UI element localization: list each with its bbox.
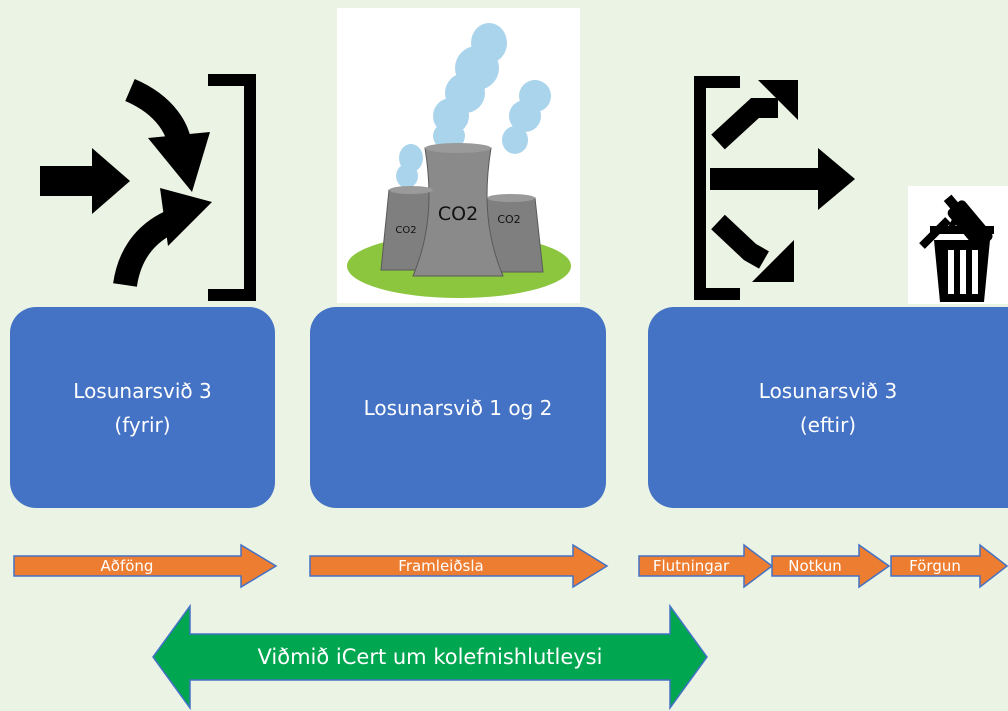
power-plant-co2-icon: CO2 CO2 CO2 <box>347 23 571 298</box>
step-label-notkun: Notkun <box>788 557 842 575</box>
scope-1-2-box: Losunarsvið 1 og 2 <box>310 307 606 508</box>
outputs-bracket-arrows-icon <box>694 76 855 300</box>
icert-range-double-arrow <box>152 604 708 710</box>
inputs-bracket-arrows-icon <box>40 74 256 301</box>
plant-co2-right-label: CO2 <box>497 213 520 226</box>
trash-bin-bottle-icon <box>908 186 1008 304</box>
scope-3-downstream-label: Losunarsvið 3 (eftir) <box>758 378 898 437</box>
step-label-framleidsla: Framleiðsla <box>398 557 484 575</box>
step-label-forgun: Förgun <box>909 557 961 575</box>
step-arrow-flutningar <box>638 543 774 589</box>
step-label-flutningar: Flutningar <box>652 557 730 575</box>
plant-co2-main-label: CO2 <box>438 203 478 225</box>
scope-3-upstream-box: Losunarsvið 3 (fyrir) <box>10 307 275 508</box>
scope-1-2-label: Losunarsvið 1 og 2 <box>363 395 553 420</box>
step-arrow-forgun <box>890 543 1008 589</box>
step-arrow-notkun <box>771 543 891 589</box>
plant-co2-left-label: CO2 <box>395 225 416 236</box>
scope-3-upstream-label: Losunarsvið 3 (fyrir) <box>73 378 212 437</box>
step-arrow-adfong <box>13 543 278 589</box>
icert-range-label: Viðmið iCert um kolefnishlutleysi <box>257 645 603 669</box>
step-label-adfong: Aðföng <box>100 557 154 575</box>
scope-3-downstream-box: Losunarsvið 3 (eftir) <box>648 307 1008 508</box>
step-arrow-framleidsla <box>309 543 609 589</box>
